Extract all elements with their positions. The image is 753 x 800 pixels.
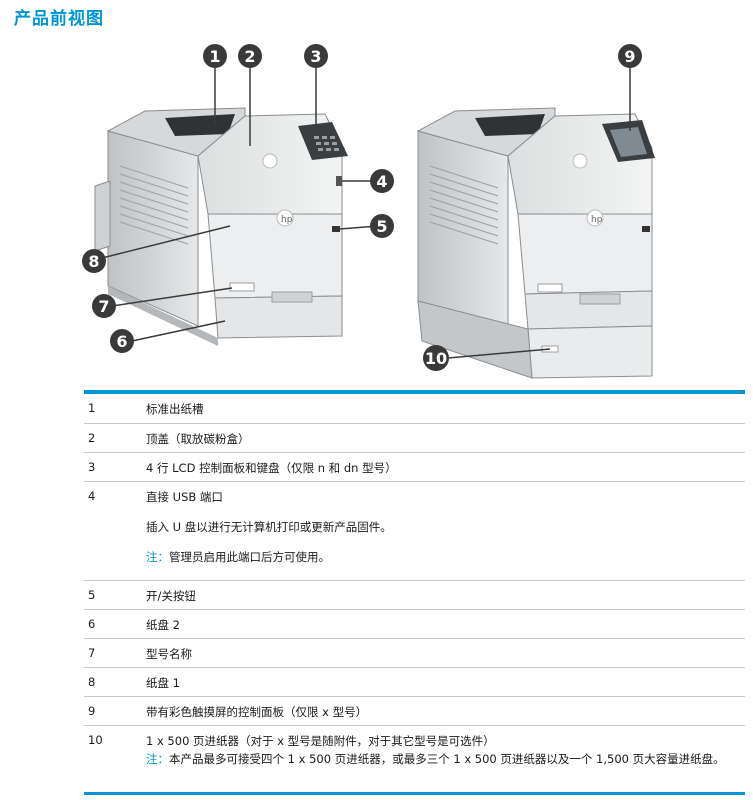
callout-10: 10	[423, 345, 449, 371]
row-number: 4	[84, 481, 146, 581]
note-label: 注：	[146, 549, 169, 564]
callout-6: 6	[110, 329, 134, 353]
callout-1: 1	[203, 44, 227, 68]
table-row: 9 带有彩色触摸屏的控制面板（仅限 x 型号）	[84, 696, 745, 726]
row-number: 6	[84, 609, 146, 639]
svg-text:7: 7	[98, 297, 109, 316]
printer-illustration: hp	[82, 44, 655, 379]
svg-text:5: 5	[376, 217, 387, 236]
note-text: 本产品最多可接受四个 1 x 500 页进纸器，或最多三个 1 x 500 页进…	[169, 751, 725, 766]
row-number: 7	[84, 638, 146, 668]
svg-text:hp: hp	[281, 215, 293, 225]
callout-5: 5	[370, 214, 394, 238]
row-description: 顶盖（取放碳粉盒）	[146, 423, 745, 453]
table-row: 5 开/关按钮	[84, 580, 745, 610]
row-note: 注：本产品最多可接受四个 1 x 500 页进纸器，或最多三个 1 x 500 …	[146, 751, 741, 767]
table-row: 1 标准出纸槽	[84, 394, 745, 424]
row-text: 直接 USB 端口	[146, 489, 223, 504]
callout-legend-table: 1 标准出纸槽 2 顶盖（取放碳粉盒） 3 4 行 LCD 控制面板和键盘（仅限…	[84, 394, 745, 793]
table-row: 3 4 行 LCD 控制面板和键盘（仅限 n 和 dn 型号）	[84, 452, 745, 482]
row-detail: 插入 U 盘以进行无计算机打印或更新产品固件。	[146, 519, 392, 534]
row-description: 型号名称	[146, 638, 745, 668]
page-title: 产品前视图	[14, 9, 104, 29]
row-note: 注：管理员启用此端口后方可使用。	[146, 549, 741, 565]
svg-text:8: 8	[88, 252, 99, 271]
table-top-rule	[84, 390, 745, 394]
svg-text:3: 3	[310, 47, 321, 66]
svg-text:1: 1	[209, 47, 220, 66]
row-number: 8	[84, 667, 146, 697]
callout-8: 8	[82, 249, 106, 273]
row-number: 2	[84, 423, 146, 453]
callout-7: 7	[92, 294, 116, 318]
row-description: 纸盘 1	[146, 667, 745, 697]
table-row: 8 纸盘 1	[84, 667, 745, 697]
row-number: 9	[84, 696, 146, 726]
printer-front-view-figure: hp	[80, 36, 750, 386]
row-number: 1	[84, 394, 146, 424]
note-text: 管理员启用此端口后方可使用。	[169, 549, 330, 564]
row-description: 直接 USB 端口 插入 U 盘以进行无计算机打印或更新产品固件。 注：管理员启…	[146, 481, 745, 581]
callout-2: 2	[238, 44, 262, 68]
row-text: 1 x 500 页进纸器（对于 x 型号是随附件，对于其它型号是可选件）	[146, 733, 495, 748]
row-description: 1 x 500 页进纸器（对于 x 型号是随附件，对于其它型号是可选件） 注：本…	[146, 725, 745, 793]
left-printer: hp	[94, 107, 348, 346]
right-printer: hp	[416, 107, 655, 379]
table-row: 6 纸盘 2	[84, 609, 745, 639]
row-description: 带有彩色触摸屏的控制面板（仅限 x 型号）	[146, 696, 745, 726]
svg-text:4: 4	[376, 172, 387, 191]
svg-text:hp: hp	[591, 215, 603, 225]
table-row: 10 1 x 500 页进纸器（对于 x 型号是随附件，对于其它型号是可选件） …	[84, 725, 745, 793]
row-description: 纸盘 2	[146, 609, 745, 639]
table-row: 7 型号名称	[84, 638, 745, 668]
table-bottom-rule	[84, 792, 745, 795]
table-row: 4 直接 USB 端口 插入 U 盘以进行无计算机打印或更新产品固件。 注：管理…	[84, 481, 745, 581]
svg-text:10: 10	[425, 349, 447, 368]
row-description: 开/关按钮	[146, 580, 745, 610]
note-label: 注：	[146, 751, 169, 766]
row-number: 5	[84, 580, 146, 610]
callout-9: 9	[618, 44, 642, 68]
row-number: 3	[84, 452, 146, 482]
callout-3: 3	[304, 44, 328, 68]
svg-text:2: 2	[244, 47, 255, 66]
row-number: 10	[88, 732, 103, 747]
row-description: 4 行 LCD 控制面板和键盘（仅限 n 和 dn 型号）	[146, 452, 745, 482]
row-description: 标准出纸槽	[146, 394, 745, 424]
svg-text:9: 9	[624, 47, 635, 66]
table-row: 2 顶盖（取放碳粉盒）	[84, 423, 745, 453]
callout-4: 4	[370, 169, 394, 193]
svg-text:6: 6	[116, 332, 127, 351]
